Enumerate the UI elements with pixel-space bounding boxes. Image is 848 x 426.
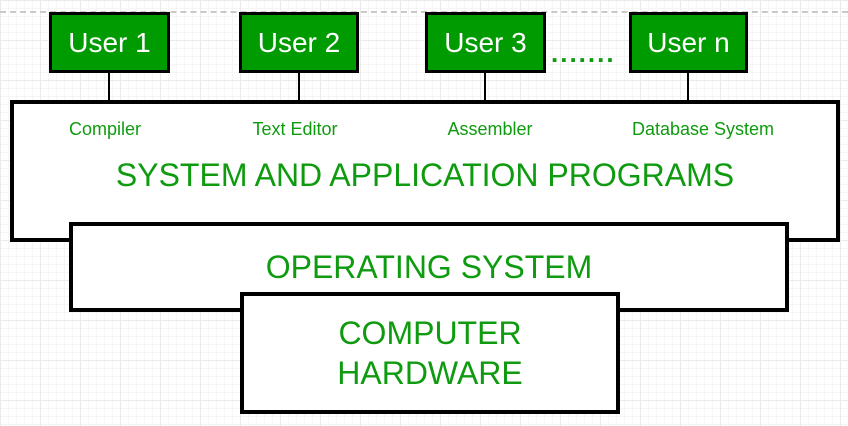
program-label-text-editor: Text Editor: [252, 119, 338, 139]
program-label-assembler: Assembler: [447, 119, 533, 139]
connector-user2: [298, 72, 300, 104]
program-label-compiler: Compiler: [68, 119, 142, 139]
user-box-3: User 3: [425, 12, 546, 73]
user-box-1: User 1: [49, 12, 170, 73]
program-label-database-system: Database System: [631, 119, 775, 139]
user-box-1-label: User 1: [68, 26, 151, 58]
connector-usern: [687, 72, 689, 104]
user-box-2: User 2: [239, 12, 359, 73]
computer-hardware-title-line2: HARDWARE: [337, 355, 523, 391]
dashed-guide-line: [0, 11, 848, 13]
users-ellipsis-dots: .......: [551, 38, 616, 68]
computer-hardware-box: COMPUTER HARDWARE: [240, 292, 620, 414]
connector-user1: [108, 72, 110, 104]
user-box-n: User n: [629, 12, 748, 73]
operating-system-title: OPERATING SYSTEM: [265, 249, 593, 285]
user-box-2-label: User 2: [257, 26, 341, 58]
connector-user3: [484, 72, 486, 104]
user-box-n-label: User n: [647, 26, 730, 58]
system-application-programs-title: SYSTEM AND APPLICATION PROGRAMS: [115, 157, 735, 193]
system-application-programs-title-row: SYSTEM AND APPLICATION PROGRAMS: [10, 155, 840, 195]
user-box-3-label: User 3: [444, 26, 527, 58]
computer-hardware-title-line1: COMPUTER: [338, 315, 522, 351]
